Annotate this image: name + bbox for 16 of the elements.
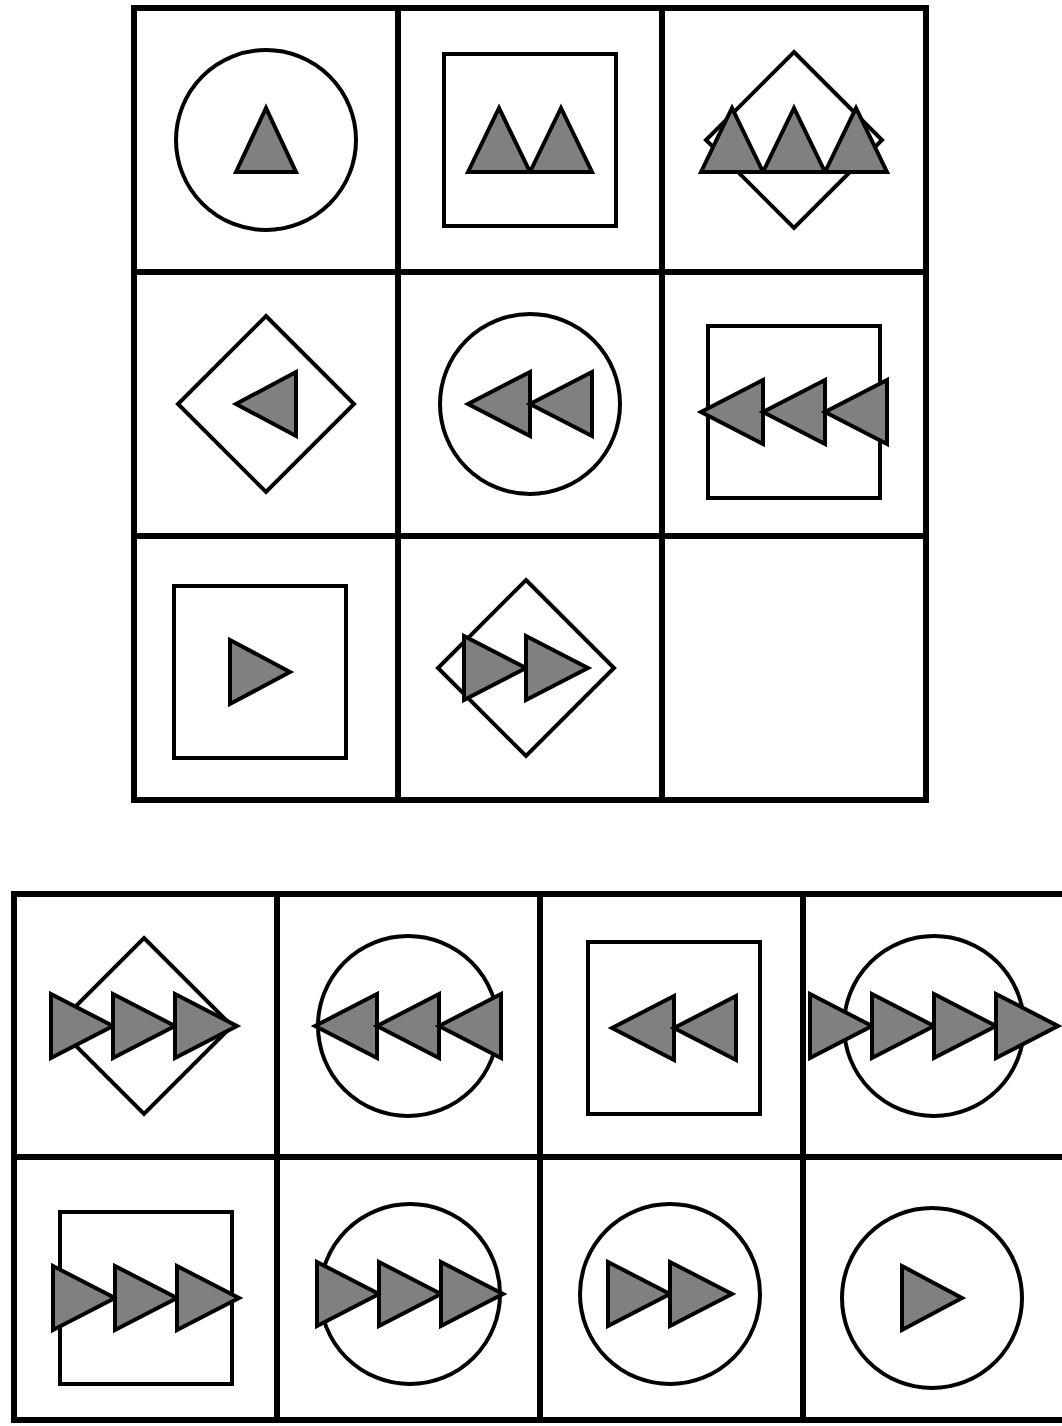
square-triangles-drawing: [696, 324, 889, 500]
diamond-triangles-drawing: [697, 49, 891, 231]
circle-triangles-drawing: [315, 1202, 508, 1386]
diamond-triangles-drawing: [49, 935, 242, 1117]
circle-triangles-drawing: [840, 1206, 1024, 1390]
diamond-triangles-drawing: [435, 577, 617, 759]
circle-triangles-drawing: [808, 934, 1062, 1118]
diamond-triangles-drawing: [175, 313, 357, 495]
square-triangles-drawing: [586, 940, 762, 1116]
circle-triangles-drawing: [310, 934, 503, 1118]
circle-triangles-drawing: [578, 1202, 762, 1386]
square-triangles-drawing: [172, 584, 348, 760]
square-triangles-drawing: [51, 1210, 244, 1386]
circle-triangles-drawing: [438, 312, 622, 496]
circle-triangles-drawing: [174, 48, 358, 232]
square-triangles-drawing: [442, 52, 618, 228]
